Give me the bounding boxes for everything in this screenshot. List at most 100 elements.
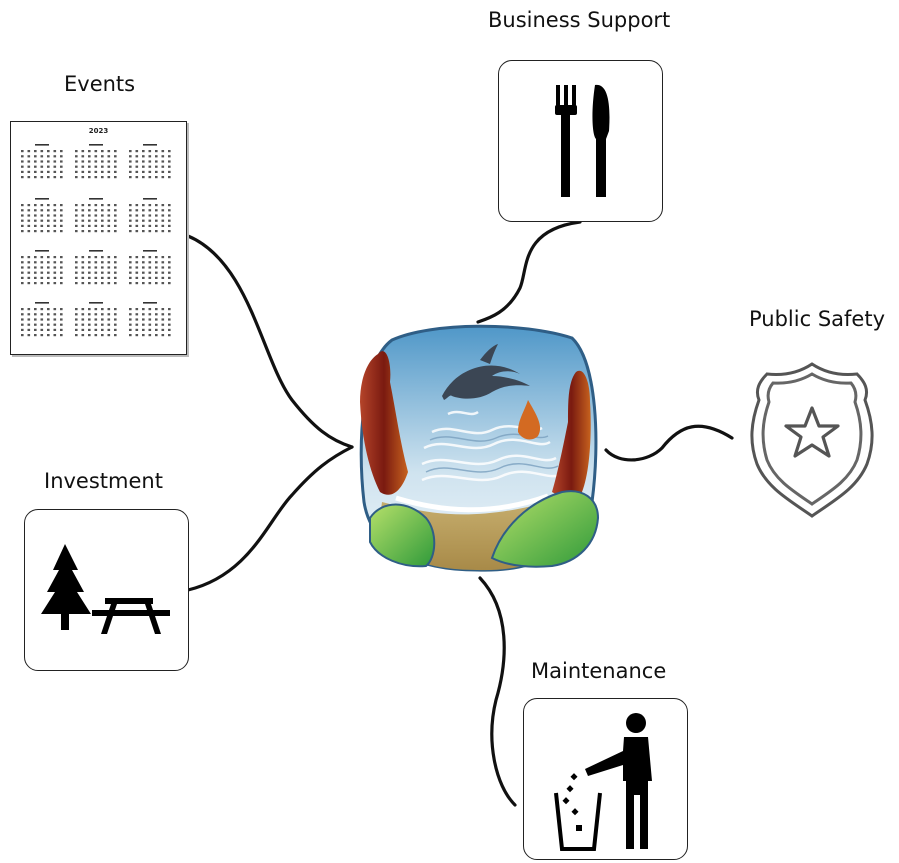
calendar-day-cell — [60, 266, 63, 269]
calendar-day-cell — [148, 308, 152, 311]
calendar-day-cell — [53, 214, 57, 217]
calendar-day-cell — [107, 214, 111, 217]
calendar-day-cell — [94, 323, 98, 326]
calendar-day-cell — [94, 282, 98, 285]
calendar-day-cell — [101, 160, 104, 163]
calendar-day-cell — [168, 230, 171, 233]
calendar-day-cell — [21, 271, 24, 274]
calendar-day-cell — [135, 323, 139, 326]
calendar-day-cell — [75, 155, 78, 158]
calendar-day-cell — [21, 308, 24, 311]
calendar-day-cell — [81, 256, 85, 259]
calendar-day-cell — [129, 204, 132, 207]
calendar-day-cell — [88, 176, 91, 179]
calendar-day-cell — [168, 334, 171, 337]
calendar-day-cell — [21, 266, 24, 269]
calendar-day-cell — [94, 308, 98, 311]
calendar-day-cell — [34, 271, 37, 274]
calendar-day-cell — [40, 224, 44, 227]
calendar-day-cell — [34, 256, 37, 259]
calendar-day-cell — [60, 323, 63, 326]
calendar-day-cell — [142, 266, 145, 269]
police-badge-icon — [750, 362, 874, 518]
calendar-day-cell — [101, 308, 104, 311]
calendar-day-cell — [94, 219, 98, 222]
calendar-day-cell — [101, 170, 104, 173]
calendar-day-cell — [60, 334, 63, 337]
calendar-day-cell — [101, 155, 104, 158]
calendar-day-cell — [135, 230, 139, 233]
calendar-day-cell — [21, 165, 24, 168]
calendar-day-cell — [40, 170, 44, 173]
calendar-day-cell — [101, 176, 104, 179]
calendar-day-cell — [161, 318, 165, 321]
calendar-day-cell — [47, 334, 50, 337]
calendar-day-cell — [21, 224, 24, 227]
calendar-day-cell — [88, 276, 91, 279]
calendar-day-cell — [168, 313, 171, 316]
calendar-day-cell — [94, 256, 98, 259]
calendar-day-cell — [81, 308, 85, 311]
calendar-day-cell — [155, 155, 158, 158]
calendar-day-cell — [47, 219, 50, 222]
calendar-day-cell — [148, 328, 152, 331]
calendar-day-cell — [34, 165, 37, 168]
calendar-day-cell — [47, 176, 50, 179]
calendar-day-cell — [75, 150, 78, 153]
calendar-day-cell — [129, 224, 132, 227]
calendar-day-cell — [107, 334, 111, 337]
calendar-day-cell — [88, 160, 91, 163]
calendar-day-cell — [40, 334, 44, 337]
calendar-day-cell — [27, 266, 31, 269]
business-support-label: Business Support — [488, 8, 671, 32]
calendar-month-header — [35, 250, 49, 252]
calendar-day-cell — [101, 230, 104, 233]
calendar-day-cell — [75, 318, 78, 321]
calendar-day-cell — [161, 176, 165, 179]
calendar-day-cell — [114, 266, 117, 269]
calendar-day-cell — [88, 328, 91, 331]
calendar-day-cell — [148, 219, 152, 222]
calendar-day-cell — [40, 271, 44, 274]
calendar-day-cell — [40, 276, 44, 279]
calendar-day-cell — [75, 230, 78, 233]
calendar-month-header — [89, 198, 103, 200]
calendar-day-cell — [107, 323, 111, 326]
calendar-day-cell — [161, 334, 165, 337]
calendar-day-cell — [40, 282, 44, 285]
calendar-day-cell — [21, 204, 24, 207]
calendar-day-cell — [107, 282, 111, 285]
calendar-day-cell — [161, 313, 165, 316]
calendar-day-cell — [142, 328, 145, 331]
calendar-day-cell — [53, 155, 57, 158]
calendar-day-cell — [88, 323, 91, 326]
calendar-day-cell — [60, 155, 63, 158]
calendar-day-cell — [60, 165, 63, 168]
calendar-day-cell — [88, 204, 91, 207]
calendar-day-cell — [135, 160, 139, 163]
calendar-day-cell — [135, 176, 139, 179]
calendar-day-cell — [75, 313, 78, 316]
calendar-day-cell — [53, 282, 57, 285]
calendar-month-header — [143, 144, 157, 146]
calendar-day-cell — [114, 160, 117, 163]
calendar-day-cell — [53, 219, 57, 222]
calendar-grid — [21, 144, 171, 337]
calendar-day-cell — [94, 318, 98, 321]
calendar-day-cell — [94, 271, 98, 274]
calendar-day-cell — [114, 204, 117, 207]
calendar-day-cell — [40, 313, 44, 316]
calendar-day-cell — [161, 271, 165, 274]
calendar-day-cell — [40, 165, 44, 168]
calendar-day-cell — [148, 334, 152, 337]
calendar-day-cell — [88, 165, 91, 168]
calendar-day-cell — [34, 155, 37, 158]
calendar-day-cell — [88, 308, 91, 311]
calendar-day-cell — [81, 334, 85, 337]
calendar-day-cell — [40, 214, 44, 217]
calendar-day-cell — [34, 214, 37, 217]
calendar-day-cell — [75, 282, 78, 285]
calendar-day-cell — [53, 256, 57, 259]
calendar-day-cell — [107, 328, 111, 331]
calendar-day-cell — [107, 209, 111, 212]
